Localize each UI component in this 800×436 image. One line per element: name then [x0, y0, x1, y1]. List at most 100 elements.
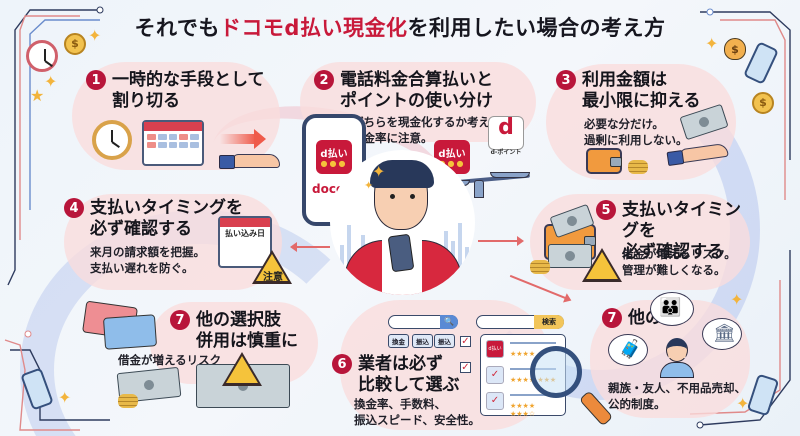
search-button[interactable]: 🔍	[440, 314, 458, 329]
card-description: 来月の請求額を把握。 支払い遅れを防ぐ。	[90, 245, 205, 275]
sparkle-icon: ✦	[44, 72, 58, 91]
smartphone-icon	[743, 41, 779, 85]
heading-line: 割り切る	[112, 91, 180, 111]
coins-icon	[118, 394, 138, 408]
filter-chip[interactable]: 換金	[388, 334, 409, 348]
search-input[interactable]: 🔍	[388, 314, 458, 329]
card-description: 換金率、手数料、 振込スピード、安全性。	[354, 397, 481, 427]
title-prefix: それでも	[134, 16, 220, 40]
coins-icon	[628, 160, 648, 174]
clock-icon	[92, 120, 132, 160]
heading-line: 支払いタイミングを	[90, 198, 243, 218]
checkbox[interactable]: ✓	[460, 336, 471, 347]
title-suffix: を利用したい場合の考え方	[407, 16, 666, 40]
money-bag-icon: $	[724, 38, 746, 60]
dpoint-logo: d d-ポイント	[488, 116, 524, 156]
calendar-icon	[142, 120, 204, 166]
tip-card-1: 1 一時的な手段として 割り切る	[72, 62, 280, 170]
arrow-left-icon	[290, 242, 330, 252]
shop-icon: 🧳	[619, 339, 642, 360]
heading-line: 支払いタイミングを	[622, 200, 741, 241]
sparkle-icon: ✦	[705, 34, 719, 53]
filter-chip[interactable]: 振込	[412, 334, 433, 348]
title-highlight: ドコモd払い現金化	[219, 16, 408, 40]
bank-icon: 🏛	[713, 323, 736, 344]
number-badge: 1	[86, 70, 106, 90]
search-button[interactable]: 検索	[534, 314, 564, 329]
heading-line: 必ず確認する	[622, 242, 724, 262]
coin-icon: $	[752, 92, 774, 114]
card-description: どちらを現金化するか考える。 換金率に注意。	[352, 115, 513, 145]
family-icon: 👪	[659, 297, 682, 318]
card-heading: 1 一時的な手段として 割り切る	[86, 70, 265, 112]
open-hand-icon	[219, 154, 280, 169]
tip-card-7-caution: 7 他の選択肢 併用は慎重に	[150, 302, 318, 384]
credit-card-icon	[102, 314, 158, 350]
filter-chip[interactable]: 振込	[434, 334, 455, 348]
smartphone-icon	[746, 373, 780, 417]
heading-line: 業者は必ず	[358, 354, 443, 374]
clock-icon	[26, 40, 58, 72]
card-description: 親族・友人、不用品売却、 公的制度。	[608, 381, 746, 411]
shop-thought-bubble: 🧳	[608, 334, 648, 366]
card-description: 借金が増えるリスク。 管理が難しくなる。	[622, 247, 736, 277]
sparkle-icon: ✦	[88, 26, 102, 45]
person-illustration	[330, 150, 475, 295]
star-icon: ★	[30, 86, 45, 105]
family-thought-bubble: 👪	[650, 292, 694, 326]
result-row[interactable]: ✓ ★★★★ ★★★☆	[486, 390, 560, 418]
sparkle-icon: ✦	[730, 290, 744, 309]
number-badge: 2	[314, 70, 334, 90]
balance-scale-post	[474, 180, 484, 198]
card-heading: 2 電話料金合算払いと ポイントの使い分け	[314, 70, 493, 112]
number-badge: 5	[596, 200, 616, 220]
card-description: 借金が増えるリスク	[118, 353, 222, 367]
thinking-person-icon	[660, 338, 694, 378]
number-badge: 7	[602, 308, 622, 328]
search-input[interactable]: 検索	[476, 314, 564, 329]
number-badge: 3	[556, 70, 576, 90]
coins-icon	[530, 260, 550, 274]
sparkle-icon: ✦	[364, 179, 374, 192]
page-title: それでもドコモd払い現金化を利用したい場合の考え方	[0, 12, 800, 42]
heading-line: 一時的な手段として	[112, 70, 265, 90]
arrow-right-icon	[478, 236, 524, 246]
wallet-icon	[586, 148, 622, 174]
sparkle-icon: ✦	[58, 388, 72, 407]
card-heading: 6 業者は必ず 比較して選ぶ	[332, 354, 460, 396]
coin-icon: $	[64, 33, 86, 55]
checkbox[interactable]: ✓	[460, 362, 471, 373]
heading-line: 比較して選ぶ	[358, 375, 460, 395]
bank-thought-bubble: 🏛	[702, 318, 742, 350]
rating-stars: ★★★★	[510, 350, 536, 358]
heading-line: 必ず確認する	[90, 219, 192, 239]
magnifying-glass-icon	[530, 346, 582, 398]
card-heading: 7 他の選択肢 併用は慎重に	[170, 310, 298, 352]
number-badge: 6	[332, 354, 352, 374]
card-heading: 5 支払いタイミングを 必ず確認する	[596, 200, 750, 263]
sparkle-icon: ✦	[372, 162, 386, 181]
heading-line: 併用は慎重に	[196, 331, 298, 351]
warning-icon	[252, 250, 292, 284]
heading-line: ポイントの使い分け	[340, 91, 493, 111]
dpay-app-icon: d払い ●●●	[316, 140, 352, 174]
tip-card-5: 5 支払いタイミングを 必ず確認する 借金が増えるリスク。 管理が難しくなる。	[530, 194, 750, 290]
rating-stars: ★★★★ ★★★☆	[510, 402, 536, 418]
number-badge: 4	[64, 198, 84, 218]
warning-icon	[582, 248, 622, 282]
card-heading: 3 利用金額は 最小限に抑える	[556, 70, 701, 112]
sparkle-icon: ✦	[736, 394, 750, 413]
balance-scale-pan	[490, 172, 530, 178]
heading-line: 電話料金合算払いと	[340, 70, 493, 90]
warning-label: 注意	[263, 272, 283, 283]
warning-icon	[222, 352, 262, 386]
arrow-right-icon	[220, 129, 266, 149]
card-description: 必要な分だけ。 過剰に利用しない。	[584, 117, 688, 147]
card-heading: 4 支払いタイミングを 必ず確認する	[64, 198, 243, 240]
heading-line: 利用金額は	[582, 70, 667, 90]
result-row[interactable]: d払い ★★★★	[486, 338, 560, 362]
number-badge: 7	[170, 310, 190, 330]
heading-line: 最小限に抑える	[582, 91, 701, 111]
heading-line: 他の選択肢	[196, 310, 281, 330]
